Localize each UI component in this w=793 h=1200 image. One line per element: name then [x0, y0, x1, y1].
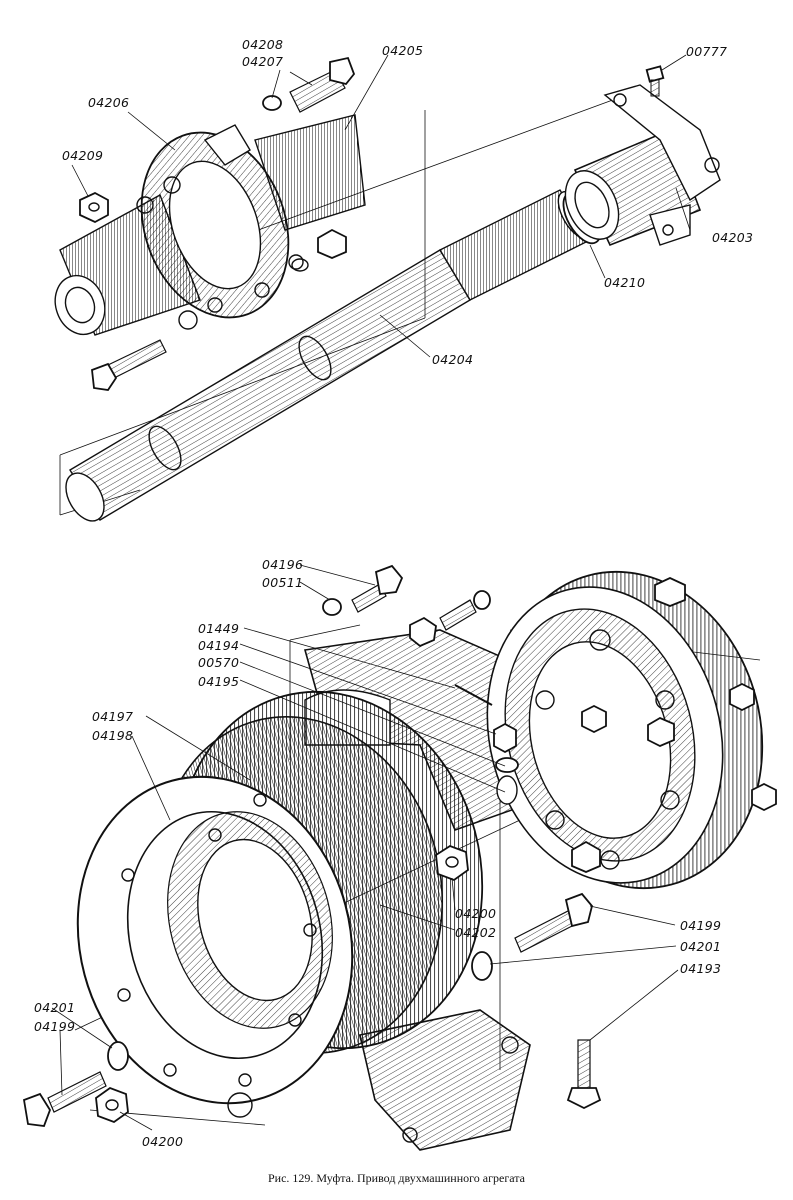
bolt-04208	[289, 56, 356, 113]
castle-nut-04194	[493, 722, 517, 754]
pin-04195	[496, 775, 518, 805]
bolt-04199-left	[22, 1071, 107, 1127]
label-04209: 04209	[62, 148, 103, 163]
washer-04201-left	[107, 1041, 129, 1071]
label-00777: 00777	[686, 44, 727, 59]
bolt-04196	[351, 564, 477, 648]
label-04201-left: 04201	[34, 1000, 75, 1015]
label-04206: 04206	[88, 95, 129, 110]
studs	[571, 577, 777, 873]
bolt	[91, 339, 167, 391]
nut	[317, 228, 347, 259]
bottom-assembly	[22, 564, 777, 1151]
label-04203: 04203	[712, 230, 753, 245]
leader-lines	[51, 54, 691, 1131]
label-04194: 04194	[198, 638, 239, 653]
top-assembly	[54, 56, 721, 522]
figure-caption: Рис. 129. Муфта. Привод двухмашинного аг…	[268, 1171, 525, 1185]
label-04208: 04208	[242, 37, 283, 52]
label-04207: 04207	[242, 54, 283, 69]
label-00570: 00570	[198, 655, 239, 670]
label-04193: 04193	[680, 961, 721, 976]
bolt-04193	[566, 1039, 602, 1110]
label-04200-upper: 04200	[455, 906, 496, 921]
label-04199-right: 04199	[680, 918, 721, 933]
cotter-pin-01449	[454, 684, 493, 706]
flange-04206	[136, 124, 304, 330]
washer-00570	[495, 757, 519, 773]
label-04199-left: 04199	[34, 1019, 75, 1034]
nut-04209	[79, 191, 109, 224]
nut-04200	[435, 844, 469, 882]
label-00511: 00511	[262, 575, 303, 590]
label-01449: 01449	[198, 621, 239, 636]
coupling-half-right	[486, 570, 764, 890]
coupling-half-left-04198	[76, 775, 354, 1118]
label-04197: 04197	[92, 709, 133, 724]
housing-04203	[564, 84, 721, 247]
label-04198: 04198	[92, 728, 133, 743]
label-04200-lower: 04200	[142, 1134, 183, 1149]
label-04210: 04210	[604, 275, 645, 290]
shaft-04204	[65, 189, 593, 522]
label-04195: 04195	[198, 674, 239, 689]
washer-00511	[322, 598, 342, 616]
label-04196: 04196	[262, 557, 303, 572]
nut-04200-left	[95, 1086, 129, 1124]
label-04205: 04205	[382, 43, 423, 58]
label-04202: 04202	[455, 925, 496, 940]
label-04201-right: 04201	[680, 939, 721, 954]
label-04204: 04204	[432, 352, 473, 367]
screw-00777	[645, 65, 665, 97]
washer-04201	[471, 951, 493, 981]
washer-04207	[262, 95, 282, 111]
bolt-04199	[514, 892, 593, 953]
washer	[473, 590, 491, 610]
part-labels: 04208 04207 04205 04206 04209 00777 0420…	[34, 37, 753, 1149]
